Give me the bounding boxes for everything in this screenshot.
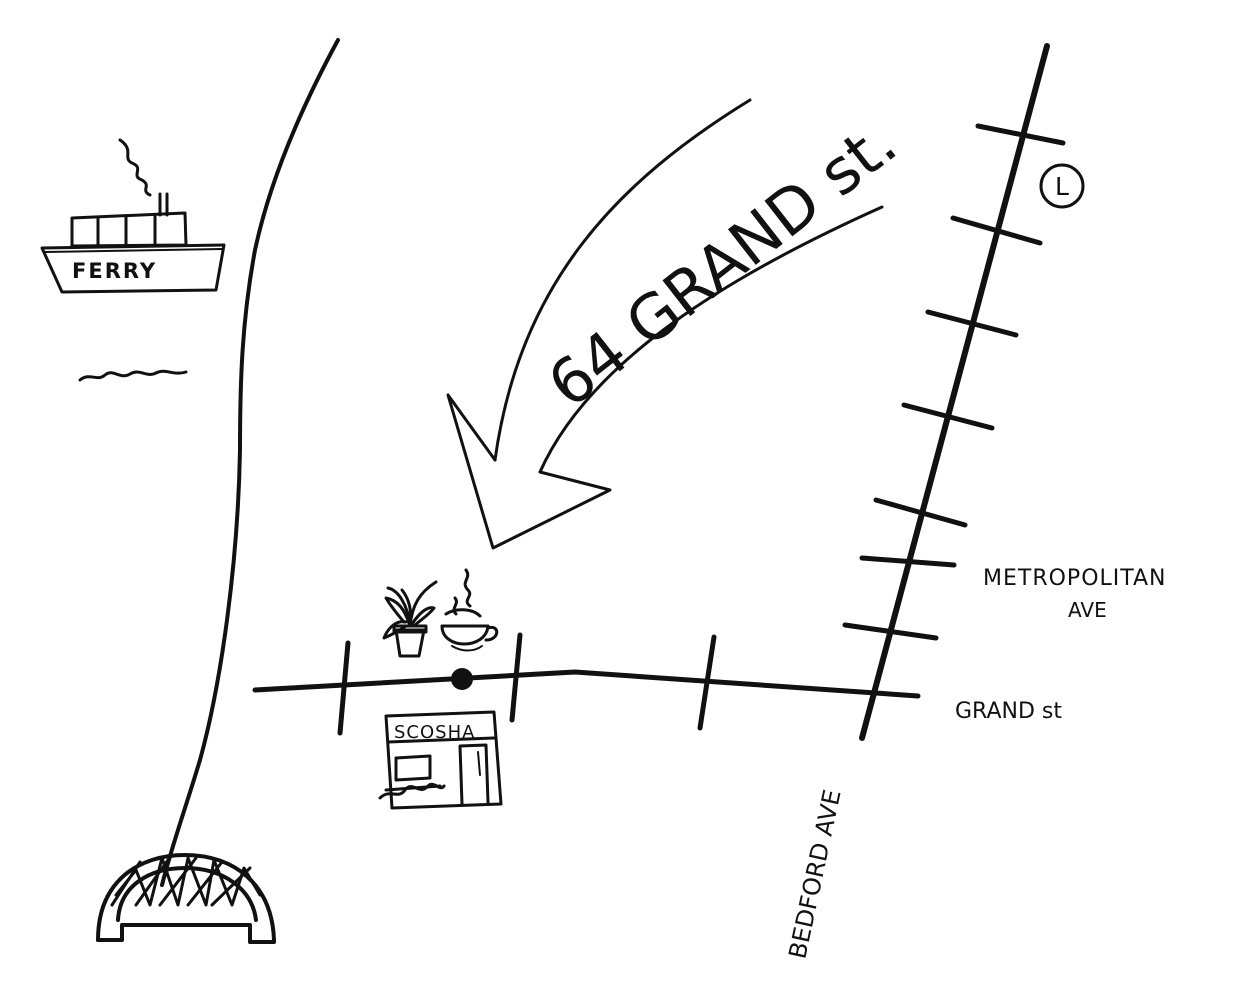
grand-street-cross-streets bbox=[337, 632, 717, 736]
grand-street-line bbox=[252, 669, 921, 699]
location-dot-icon bbox=[451, 668, 473, 690]
subway-line-label: L bbox=[1055, 172, 1069, 201]
storefront-icon: SCOSHA bbox=[378, 710, 503, 810]
ferry-icon: FERRY bbox=[40, 138, 226, 294]
shoreline bbox=[160, 38, 340, 887]
water-wave-icon bbox=[78, 369, 188, 382]
grand-street-label: GRAND st bbox=[955, 699, 1062, 724]
coffee-cup-icon bbox=[440, 568, 499, 652]
address-label: 64 GRAND st. bbox=[534, 106, 910, 422]
subway-l-icon: L bbox=[1039, 163, 1085, 209]
bridge-icon bbox=[96, 853, 276, 944]
train-track-ties bbox=[842, 123, 1066, 641]
metropolitan-avenue-label: METROPOLITAN bbox=[983, 566, 1167, 591]
plant-icon bbox=[382, 580, 438, 658]
ferry-label: FERRY bbox=[72, 259, 157, 283]
business-sign: SCOSHA bbox=[394, 722, 475, 743]
bedford-avenue-line bbox=[859, 43, 1050, 741]
bedford-avenue-label: BEDFORD AVE bbox=[783, 787, 846, 961]
arrow-icon bbox=[446, 98, 884, 550]
metropolitan-avenue-suffix: AVE bbox=[1068, 598, 1107, 622]
